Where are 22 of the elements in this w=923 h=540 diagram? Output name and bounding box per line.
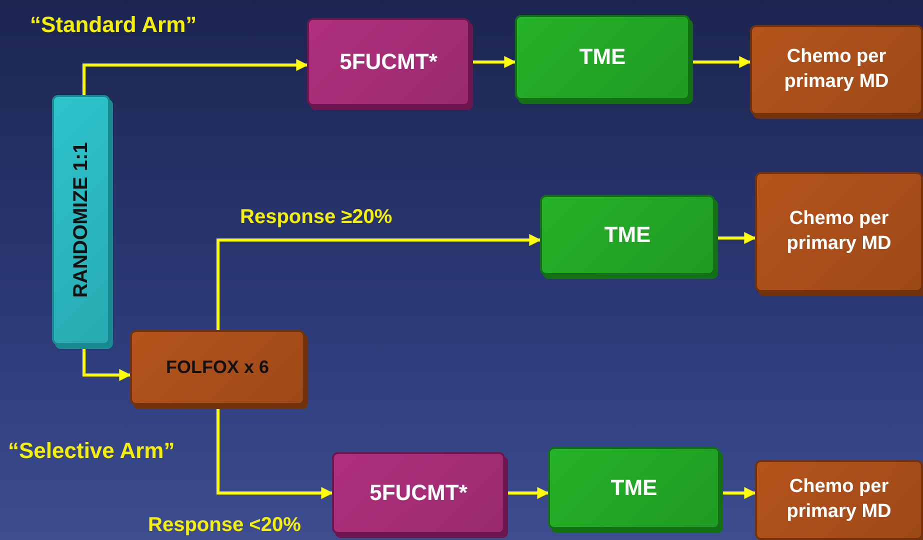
box-label: Chemo per primary MD xyxy=(786,207,892,256)
arm-label: “Standard Arm” xyxy=(30,12,197,38)
arm-label: “Selective Arm” xyxy=(8,438,175,464)
arrow xyxy=(690,56,752,68)
box-label: 5FUCMT* xyxy=(340,48,438,76)
box-label: Chemo per primary MD xyxy=(783,45,890,94)
arrow xyxy=(505,487,550,499)
arrow xyxy=(720,487,756,499)
box-label: TME xyxy=(610,474,658,502)
arrow xyxy=(82,59,308,95)
edge-label: Response <20% xyxy=(148,514,301,537)
box-label: TME xyxy=(579,43,626,72)
edge-label: Response ≥20% xyxy=(240,206,392,229)
arrow xyxy=(715,232,756,244)
chemo-box xyxy=(755,460,923,540)
arrow xyxy=(216,234,542,330)
box-label: TME xyxy=(604,220,651,249)
box-label: FOLFOX x 6 xyxy=(166,356,270,379)
box-label: RANDOMIZE 1:1 xyxy=(69,142,93,298)
box-label: Chemo per primary MD xyxy=(786,475,892,524)
box-label: 5FUCMT* xyxy=(370,478,468,507)
arrow xyxy=(470,56,516,68)
